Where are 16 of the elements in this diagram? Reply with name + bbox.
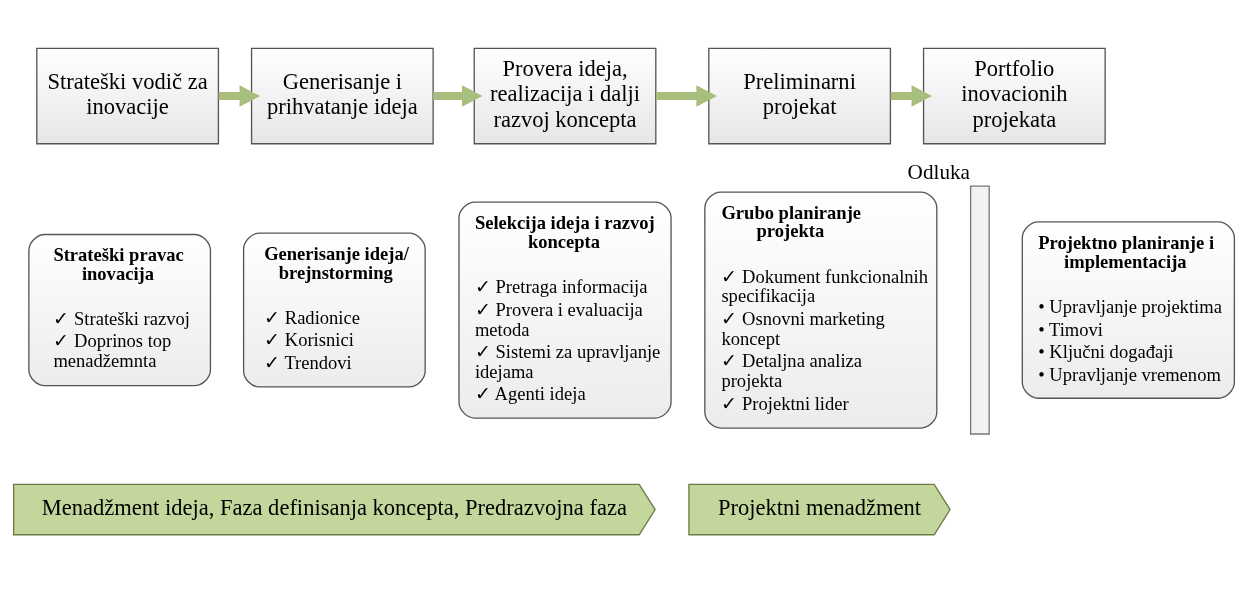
arrow [433, 85, 483, 107]
node-label: Odluka [907, 160, 970, 185]
arrow [890, 85, 933, 107]
node-box: Strateški vodič za inovacije [36, 47, 220, 145]
node-box [969, 185, 990, 435]
arrow [656, 85, 717, 107]
node-box: Preliminarni projekat [708, 47, 892, 145]
node-box: Strateški pravac inovacija ✓ Strateški razvoj ✓ Doprinos top menadžemnta [28, 233, 212, 387]
arrow [218, 85, 261, 107]
node-box: Selekcija ideja i razvoj koncepta ✓ Pretraga informacija ✓ Provera i evaluacija metoda ✓ Sistemi za upravljanje idejama ✓ Agenti ideja [458, 201, 672, 419]
node-box: Grubo planiranje projekta ✓ Dokument funkcionalnih specifikacija ✓ Osnovni marketing koncept ✓ Detaljna analiza projekta ✓ Projektni lider [704, 191, 938, 429]
node-box: Projektno planiranje i implementacija • Upravljanje projektima • Timovi • Ključni događaji • Upravljanje vremenom [1021, 221, 1236, 399]
node-box: Portfolio inovacionih projekata [922, 47, 1106, 145]
node-box: Provera ideja, realizacija i dalji razvoj koncepta [473, 47, 657, 145]
node-box: Generisanje ideja/ brejnstorming ✓ Radionice ✓ Korisnici ✓ Trendovi [242, 232, 426, 388]
node-box: Generisanje i prihvatanje ideja [250, 47, 434, 145]
